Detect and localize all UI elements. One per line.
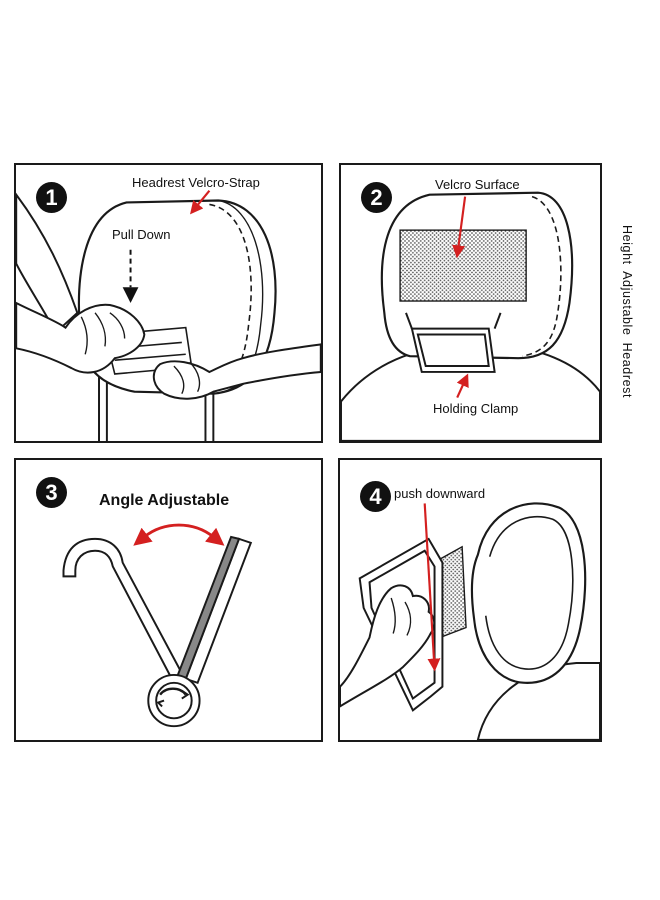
pull-down-label: Pull Down bbox=[112, 227, 171, 242]
clamp-hook-arm bbox=[64, 539, 184, 683]
push-downward-label: push downward bbox=[394, 486, 485, 501]
step-1-badge: 1 bbox=[36, 182, 67, 213]
step-2-panel: 2 Velcro Surface Holding Clamp bbox=[339, 163, 602, 443]
holding-clamp-label: Holding Clamp bbox=[433, 401, 518, 416]
step-3-badge: 3 bbox=[36, 477, 67, 508]
velcro-arm bbox=[178, 537, 251, 683]
angle-adjustable-label: Angle Adjustable bbox=[99, 492, 229, 510]
step-3-panel: 3 Angle Adjustable bbox=[14, 458, 323, 742]
hinge-knob bbox=[148, 675, 199, 726]
step-1-panel: 1 Headrest Velcro-Strap Pull Down bbox=[14, 163, 323, 443]
height-adjustable-headrest-label: Height Adjustable Headrest bbox=[614, 225, 634, 405]
step-2-badge: 2 bbox=[361, 182, 392, 213]
step-4-badge: 4 bbox=[360, 481, 391, 512]
angle-adjust-arrow bbox=[144, 525, 213, 537]
headrest-body bbox=[472, 503, 585, 682]
velcro-surface bbox=[400, 230, 526, 301]
velcro-surface-label: Velcro Surface bbox=[435, 177, 520, 192]
headrest-velcro-strap-label: Headrest Velcro-Strap bbox=[132, 175, 260, 190]
step-4-panel: 4 push downward bbox=[338, 458, 602, 742]
